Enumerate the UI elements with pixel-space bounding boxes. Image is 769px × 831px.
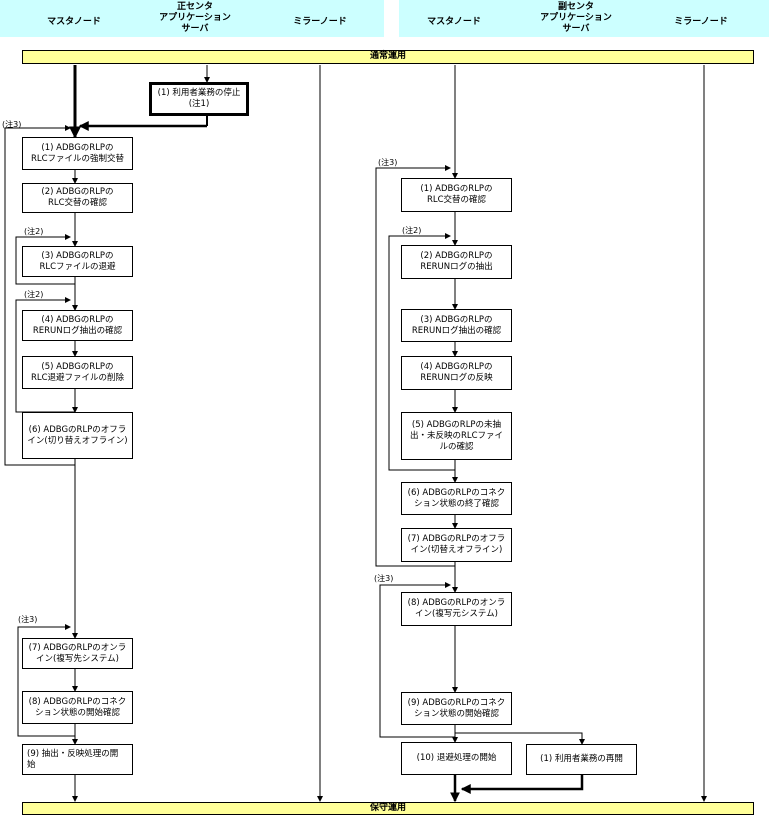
secondary-step-7: (7) ADBGのRLPのオフラ イン(切替えオフライン) (401, 528, 512, 562)
note-3-primary-top: (注3) (2, 120, 22, 129)
secondary-master-node-label: マスタノード (427, 17, 481, 27)
secondary-app-server-label: アプリケーション サーバ (540, 13, 612, 34)
secondary-step-6: (6) ADBGのRLPのコネク ション状態の終了確認 (401, 482, 512, 515)
note-2-primary-step4: (注2) (24, 290, 44, 299)
primary-step-2: (2) ADBGのRLPの RLC交替の確認 (22, 183, 133, 213)
secondary-step-8: (8) ADBGのRLPのオンラ イン(複写元システム) (401, 592, 512, 626)
secondary-resume-user-business: (1) 利用者業務の再開 (526, 744, 637, 775)
secondary-step-1: (1) ADBGのRLPの RLC交替の確認 (401, 178, 512, 212)
primary-step-1: (1) ADBGのRLPの RLCファイルの強制交替 (22, 137, 133, 170)
primary-step-8: (8) ADBGのRLPのコネク ション状態の開始確認 (22, 691, 133, 724)
secondary-step-5: (5) ADBGのRLPの未抽 出・未反映のRLCファイ ルの確認 (401, 412, 512, 460)
primary-step-5: (5) ADBGのRLPの RLC退避ファイルの削除 (22, 356, 133, 389)
primary-step-7: (7) ADBGのRLPのオンラ イン(複写先システム) (22, 638, 133, 669)
secondary-step-3: (3) ADBGのRLPの RERUNログ抽出の確認 (401, 309, 512, 342)
note-3-primary-bottom: (注3) (18, 615, 38, 624)
primary-step-6: (6) ADBGのRLPのオフラ イン(切り替えオフライン) (22, 412, 133, 459)
primary-mirror-node-label: ミラーノード (293, 17, 347, 27)
primary-step-3: (3) ADBGのRLPの RLCファイルの退避 (22, 246, 133, 277)
secondary-step-2: (2) ADBGのRLPの RERUNログの抽出 (401, 245, 512, 279)
note-2-secondary: (注2) (402, 226, 422, 235)
secondary-center-title: 副センタ (557, 2, 594, 12)
primary-stop-user-business: (1) 利用者業務の停止 (注1) (149, 82, 249, 116)
maintenance-operation-band: 保守運用 (22, 802, 754, 815)
secondary-center-header: マスタノード 副センタ アプリケーション サーバ ミラーノード (399, 0, 769, 37)
note-3-secondary-top: (注3) (378, 158, 398, 167)
primary-step-4: (4) ADBGのRLPの RERUNログ抽出の確認 (22, 310, 133, 341)
primary-step-9: (9) 抽出・反映処理の開 始 (22, 744, 133, 775)
note-3-secondary-bottom: (注3) (374, 574, 394, 583)
secondary-step-9: (9) ADBGのRLPのコネク ション状態の開始確認 (401, 692, 512, 725)
primary-center-title: 正センタ (176, 2, 213, 12)
note-2-primary-step3: (注2) (24, 227, 44, 236)
primary-master-node-label: マスタノード (47, 17, 101, 27)
secondary-step-4: (4) ADBGのRLPの RERUNログの反映 (401, 356, 512, 390)
primary-app-server-label: アプリケーション サーバ (159, 13, 231, 34)
secondary-step-10: (10) 退避処理の開始 (401, 742, 512, 775)
secondary-mirror-node-label: ミラーノード (674, 17, 728, 27)
primary-center-header: マスタノード 正センタ アプリケーション サーバ ミラーノード (0, 0, 384, 37)
normal-operation-band: 通常運用 (22, 50, 754, 64)
